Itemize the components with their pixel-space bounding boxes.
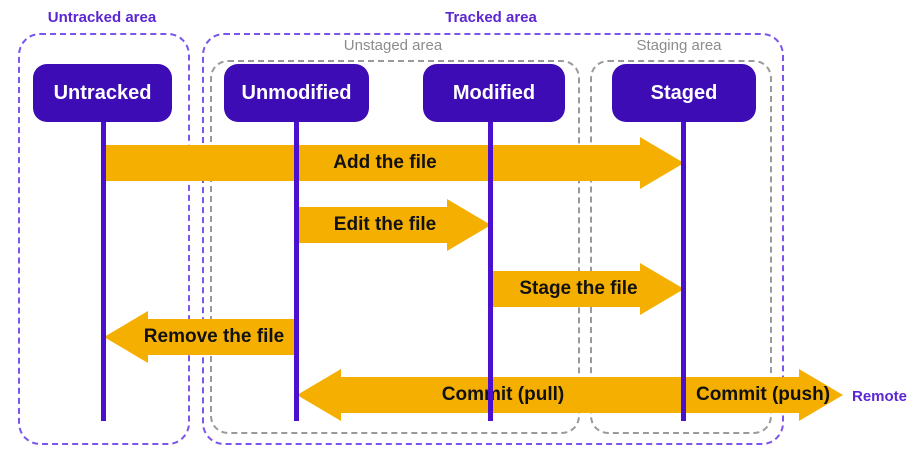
- staging-area-box: [590, 60, 772, 434]
- arrowhead-left-icon: [104, 311, 148, 363]
- modified-lifeline: [488, 122, 493, 421]
- arrow-body: [341, 377, 799, 413]
- arrow-stage-the-file: Stage the file: [491, 263, 684, 315]
- untracked-lifeline: [101, 122, 106, 421]
- arrow-body: [148, 319, 297, 355]
- remote-label: Remote: [852, 388, 908, 405]
- tracked-area-box: [202, 33, 784, 445]
- arrowhead-right-icon: [799, 369, 843, 421]
- arrow-remove-label: Remove the file: [143, 326, 285, 347]
- unmodified-lifeline: [294, 122, 299, 421]
- unstaged-area-label: Unstaged area: [343, 37, 443, 54]
- node-unmodified: Unmodified: [224, 64, 369, 122]
- staging-area-label: Staging area: [636, 37, 722, 54]
- untracked-area-box: [18, 33, 190, 445]
- arrow-body: [104, 145, 640, 181]
- arrowhead-left-icon: [297, 369, 341, 421]
- node-staged: Staged: [612, 64, 756, 122]
- arrowhead-right-icon: [640, 263, 684, 315]
- arrow-remove-the-file: Remove the file: [104, 311, 297, 363]
- arrow-body: [491, 271, 640, 307]
- arrow-commit-pull-label: Commit (pull): [441, 384, 565, 405]
- arrow-edit-label: Edit the file: [333, 214, 437, 235]
- arrowhead-right-icon: [447, 199, 491, 251]
- arrow-add-the-file: Add the file: [104, 137, 684, 189]
- node-modified: Modified: [423, 64, 565, 122]
- tracked-area-label: Tracked area: [445, 9, 537, 26]
- arrowhead-right-icon: [640, 137, 684, 189]
- untracked-area-label: Untracked area: [47, 9, 157, 26]
- staged-lifeline: [681, 122, 686, 421]
- arrow-commit-push-label: Commit (push): [695, 384, 831, 405]
- arrow-commit: Commit (pull) Commit (push): [297, 369, 843, 421]
- unstaged-area-box: [210, 60, 580, 434]
- arrow-stage-label: Stage the file: [519, 278, 638, 299]
- arrow-edit-the-file: Edit the file: [297, 199, 491, 251]
- node-untracked: Untracked: [33, 64, 172, 122]
- arrow-body: [297, 207, 447, 243]
- arrow-add-label: Add the file: [333, 152, 437, 173]
